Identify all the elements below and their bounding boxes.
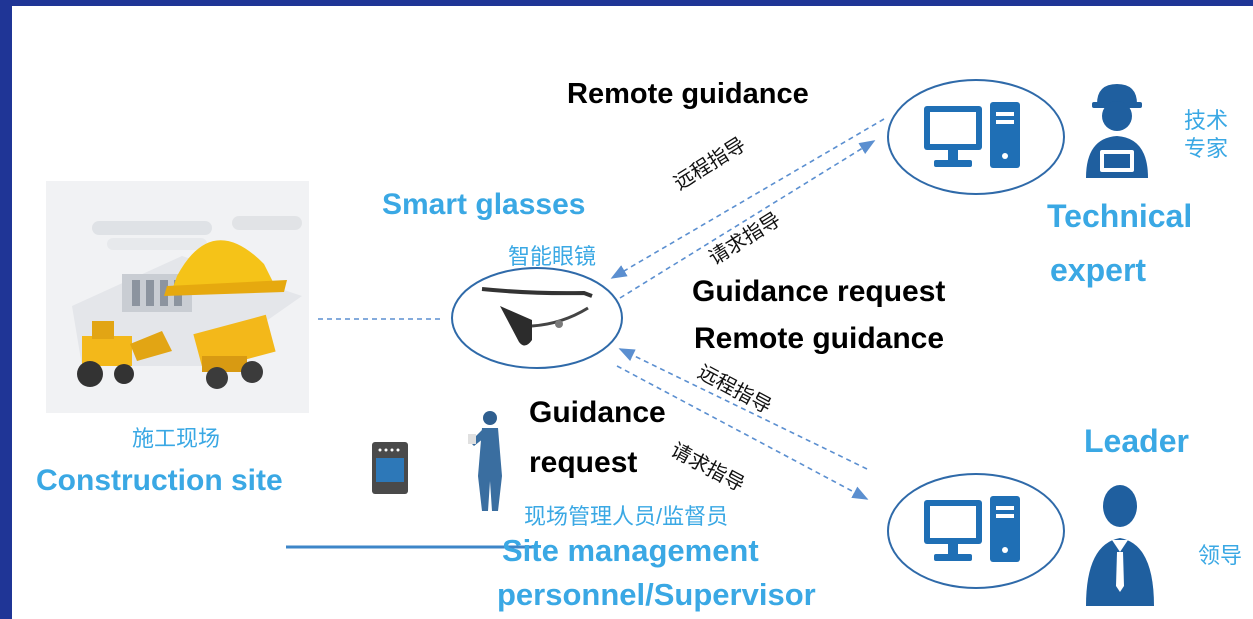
businessman-icon <box>1086 485 1154 606</box>
technical-expert-line2: expert <box>1050 252 1147 288</box>
leader-cn-label: 领导 <box>1198 543 1243 568</box>
leader-label: Leader <box>1084 423 1189 459</box>
technical-expert-line1: Technical <box>1047 198 1193 234</box>
smart-glasses-frame <box>451 267 623 369</box>
arrow-remote-guidance-top <box>610 118 885 279</box>
guidance-label-left: Guidance <box>529 396 666 429</box>
construction-site-image <box>46 181 309 413</box>
arrow-guidance-request-bottom <box>616 365 869 500</box>
remote-guidance-label-2: Remote guidance <box>694 322 945 355</box>
site-management-line2: personnel/Supervisor <box>497 577 816 612</box>
computer-icon-top <box>924 102 1020 168</box>
technical-expert-cn-line2: 专家 <box>1184 136 1229 161</box>
remote-guidance-label: Remote guidance <box>567 78 809 110</box>
computer-icon-bottom <box>924 496 1020 562</box>
smart-glasses-icon <box>481 287 593 346</box>
diagram-canvas <box>46 79 1154 606</box>
slide: Remote guidance Smart glasses 智能眼镜 技术 专家… <box>12 6 1253 619</box>
arrow-remote-guidance-bottom <box>618 348 868 470</box>
engineer-with-helmet-icon <box>1086 84 1148 178</box>
smart-glasses-cn-label: 智能眼镜 <box>508 244 597 269</box>
smart-glasses-label: Smart glasses <box>382 188 586 221</box>
terminal-device-icon <box>372 442 408 494</box>
construction-site-label: Construction site <box>36 464 283 497</box>
technical-expert-cn-line1: 技术 <box>1184 108 1229 133</box>
supervisor-person-icon <box>468 411 502 511</box>
guidance-request-label: Guidance request <box>692 275 946 308</box>
request-label-left: request <box>529 446 638 479</box>
construction-site-cn-label: 施工现场 <box>132 426 221 451</box>
arrow-guidance-request-top <box>619 140 876 299</box>
site-management-line1: Site management <box>502 533 759 568</box>
site-management-cn-label: 现场管理人员/监督员 <box>524 504 729 529</box>
